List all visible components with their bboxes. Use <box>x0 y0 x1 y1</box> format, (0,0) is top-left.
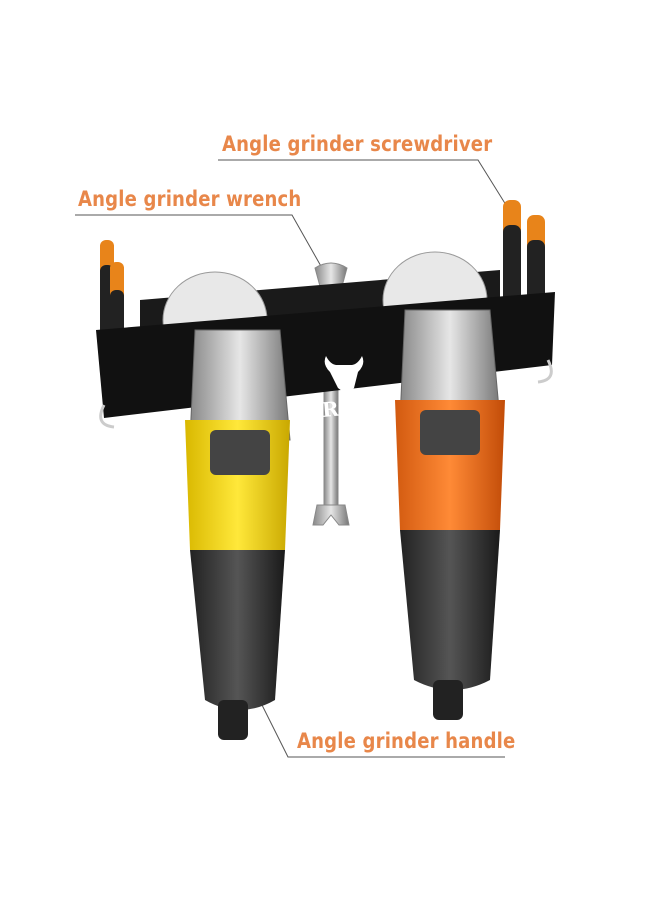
callout-screwdriver: Angle grinder screwdriver <box>222 132 493 156</box>
bull-head-icon <box>324 356 364 394</box>
hook-right <box>537 359 553 384</box>
hook-left <box>99 404 115 429</box>
callout-handle: Angle grinder handle <box>297 729 516 753</box>
handle-leader <box>261 704 505 758</box>
callout-wrench: Angle grinder wrench <box>78 187 302 211</box>
screwdriver-left <box>100 240 124 372</box>
wrench-leader <box>75 214 323 269</box>
grinder-orange <box>395 309 505 720</box>
grinder-yellow <box>185 329 291 740</box>
leader-lines <box>75 159 507 758</box>
screwdriver-leader <box>218 159 507 206</box>
